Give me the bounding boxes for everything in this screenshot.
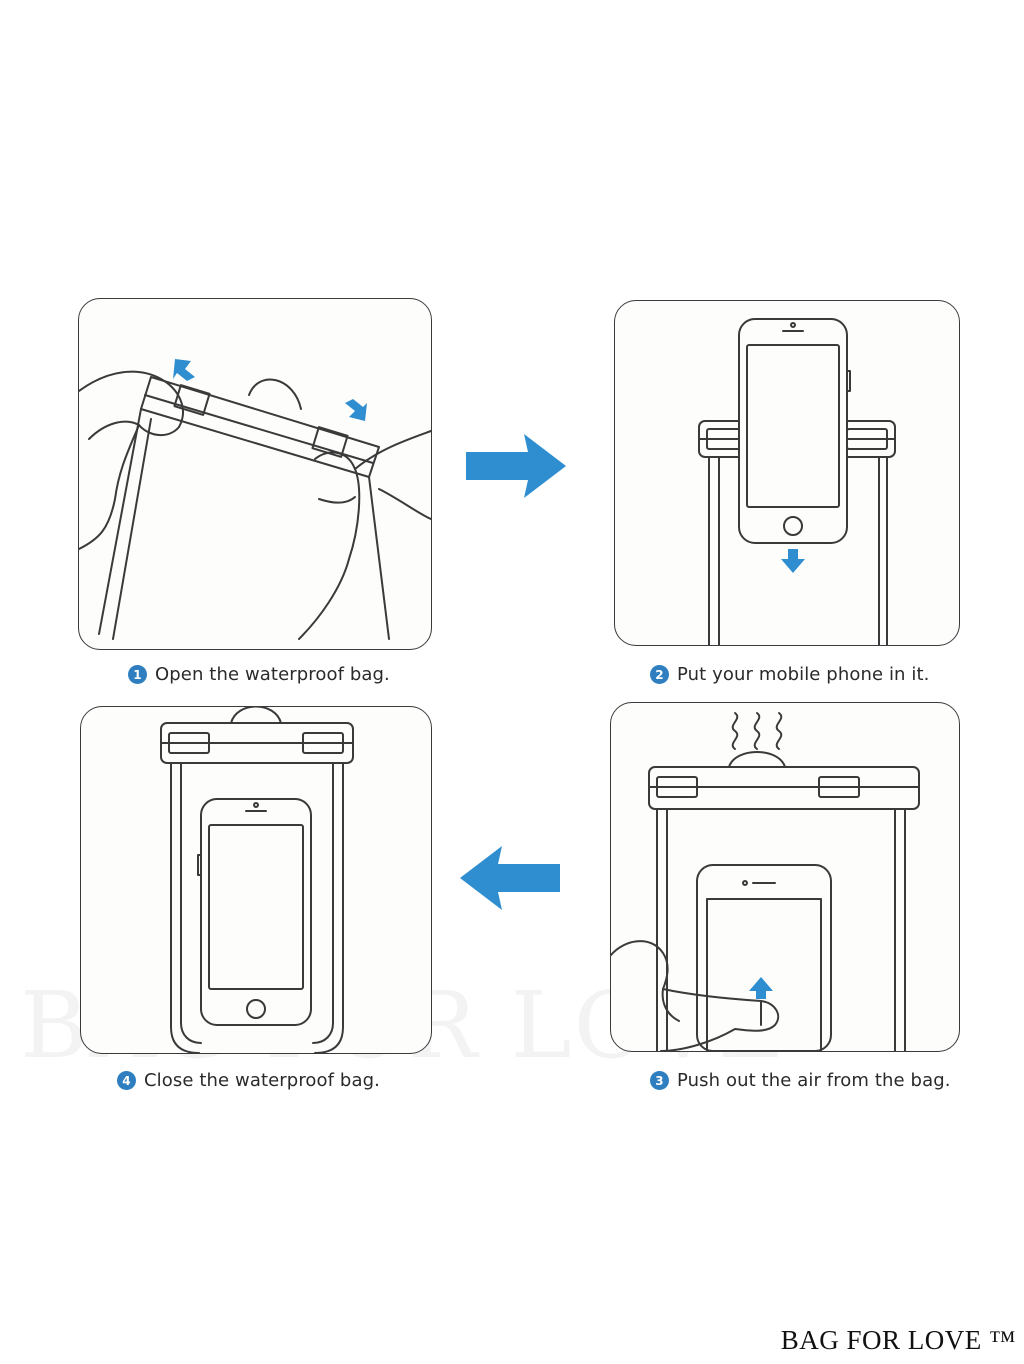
step-2-badge: 2 — [650, 665, 669, 684]
step-3-badge: 3 — [650, 1071, 669, 1090]
phone-icon — [696, 864, 832, 1051]
close-bag-illustration — [160, 707, 354, 1053]
step-4-text: Close the waterproof bag. — [144, 1070, 380, 1091]
step-2-caption: 2 Put your mobile phone in it. — [650, 664, 929, 685]
step-4-caption: 4 Close the waterproof bag. — [117, 1070, 380, 1091]
arrow-down-icon — [781, 549, 805, 573]
brand-logo: BAG FOR LOVE ™ — [780, 1325, 1016, 1355]
arrow-icon — [345, 399, 367, 421]
arrow-up-icon — [749, 977, 773, 999]
insert-phone-illustration — [698, 318, 896, 645]
step-1-text: Open the waterproof bag. — [155, 664, 390, 685]
step-4-badge: 4 — [117, 1071, 136, 1090]
air-waves-icon — [731, 712, 783, 750]
phone-icon — [197, 798, 312, 1026]
step-3-panel — [610, 702, 960, 1052]
arrow-left-icon — [460, 846, 560, 910]
push-air-illustration — [611, 712, 920, 1051]
phone-icon — [738, 318, 851, 544]
arrow-icon — [173, 359, 195, 381]
step-1-badge: 1 — [128, 665, 147, 684]
hand-icon — [79, 370, 184, 550]
step-4-panel — [80, 706, 432, 1054]
step-2-panel — [614, 300, 960, 646]
step-3-text: Push out the air from the bag. — [677, 1070, 951, 1091]
hand-icon — [611, 940, 780, 1051]
open-bag-illustration — [79, 359, 431, 640]
step-1-panel — [78, 298, 432, 650]
step-1-caption: 1 Open the waterproof bag. — [128, 664, 390, 685]
arrow-right-icon — [466, 434, 566, 498]
step-2-text: Put your mobile phone in it. — [677, 664, 930, 685]
step-3-caption: 3 Push out the air from the bag. — [650, 1070, 951, 1091]
